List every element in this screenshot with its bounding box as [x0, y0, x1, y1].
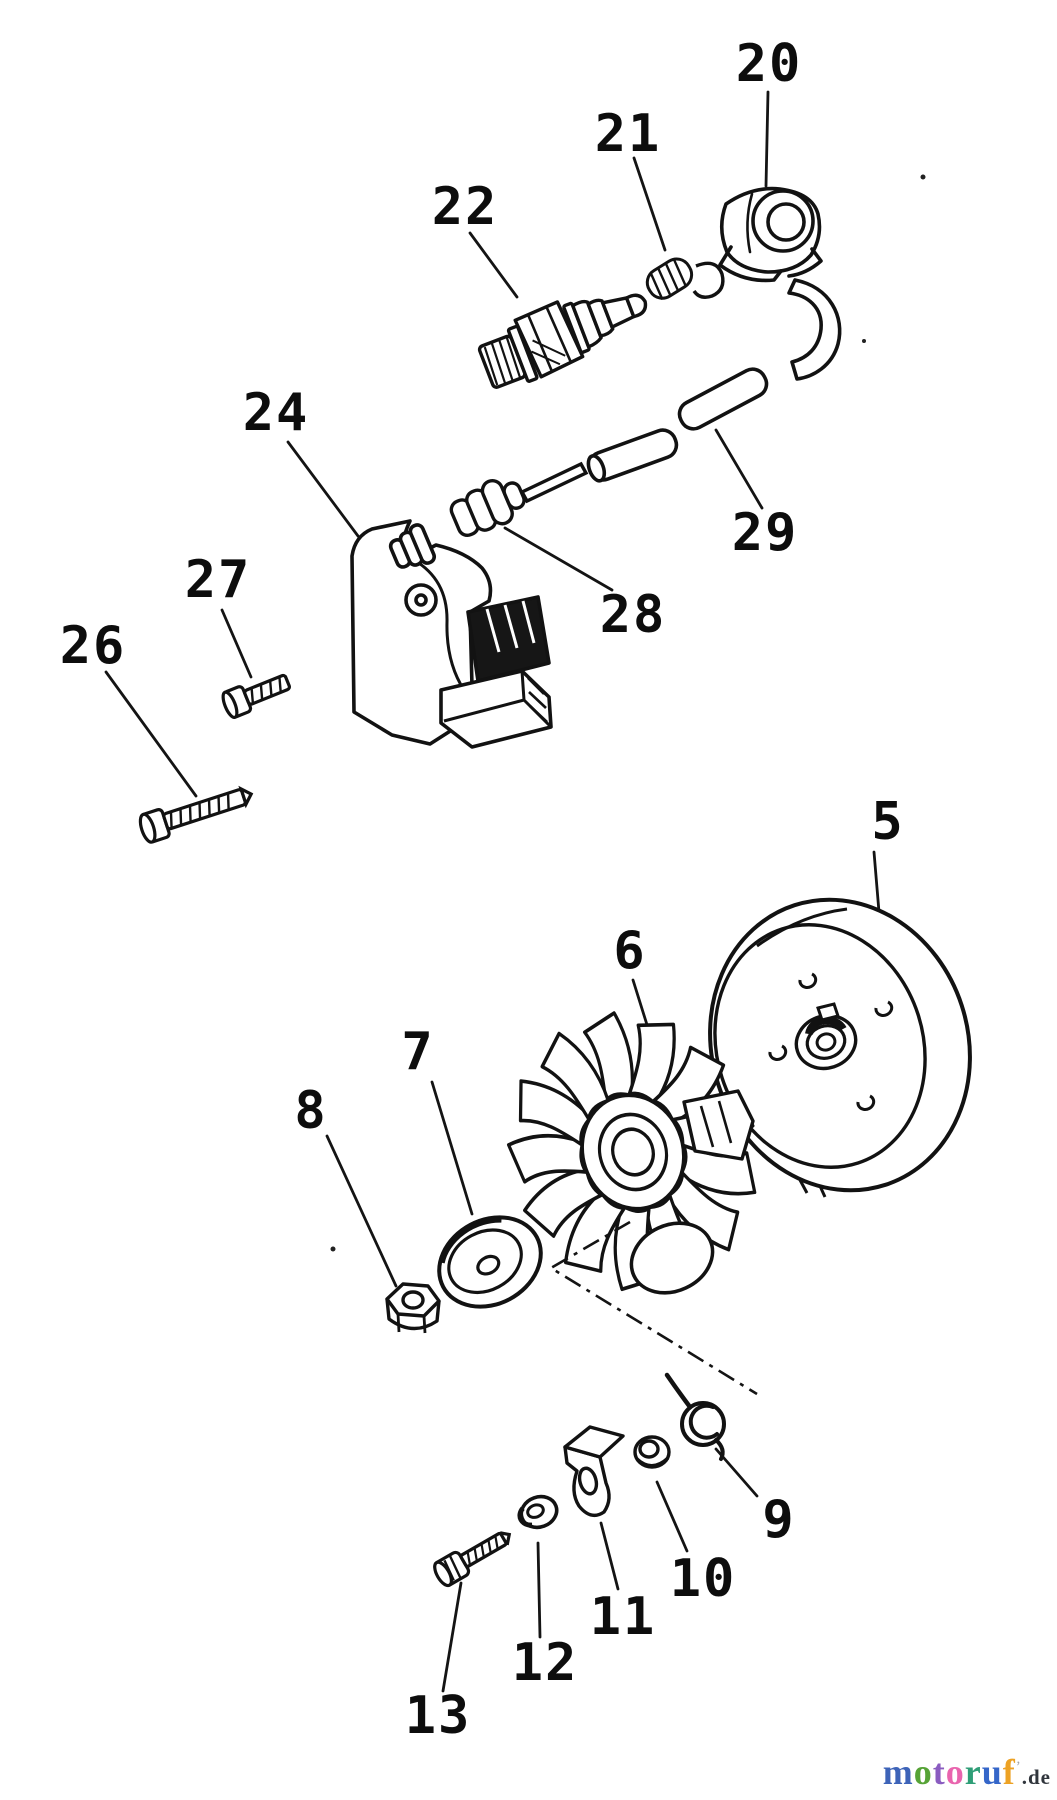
part-callout-13: 13	[404, 1686, 472, 1746]
leader-line-11	[599, 1521, 620, 1591]
logo-letter: o	[945, 1752, 965, 1792]
part-callout-20: 20	[735, 34, 803, 94]
part-callout-24: 24	[242, 383, 310, 443]
plug-wire-tubes-drawing	[586, 367, 769, 483]
pawl-spring-drawing	[664, 1372, 726, 1461]
leader-line-21	[632, 156, 667, 252]
spark-plug-drawing	[477, 293, 648, 389]
part-callout-5: 5	[871, 792, 905, 852]
leader-line-24	[286, 440, 360, 538]
bolt-13-drawing	[433, 1531, 512, 1588]
leader-line-20	[764, 90, 770, 188]
part-callout-22: 22	[431, 177, 499, 237]
leader-line-27	[220, 608, 253, 679]
leader-line-29	[714, 428, 764, 510]
flange-nut-drawing	[385, 1282, 441, 1334]
terminal-spring-drawing	[645, 257, 725, 300]
ignition-coil-drawing	[350, 519, 553, 749]
part-callout-21: 21	[594, 104, 662, 164]
logo-letter: o	[913, 1752, 933, 1792]
screw-26-drawing	[138, 785, 254, 844]
part-callout-8: 8	[294, 1081, 328, 1141]
part-callout-29: 29	[731, 503, 799, 563]
leader-line-28	[503, 526, 614, 592]
part-callout-12: 12	[511, 1633, 579, 1693]
part-callout-27: 27	[184, 550, 252, 610]
leader-lines	[104, 90, 882, 1693]
starter-pawl-drawing	[563, 1425, 625, 1518]
leader-line-10	[655, 1480, 689, 1553]
part-callout-11: 11	[589, 1587, 657, 1647]
leader-line-13	[441, 1581, 463, 1693]
assembly-centerline	[548, 1220, 758, 1396]
leader-line-12	[536, 1541, 542, 1639]
leader-line-22	[468, 231, 519, 299]
coil-lead-drawing	[449, 461, 589, 538]
washer-12-drawing	[517, 1494, 559, 1530]
logo-word: motoruf	[883, 1752, 1016, 1792]
logo-letter: t	[932, 1752, 946, 1792]
starter-pulley-drawing	[437, 1215, 543, 1309]
fan-wheel-drawing	[506, 1010, 757, 1295]
part-callout-6: 6	[613, 921, 647, 981]
spark-plug-cap-drawing	[718, 186, 823, 283]
leader-line-8	[325, 1134, 398, 1288]
logo-suffix: .de	[1021, 1765, 1051, 1789]
motoruf-logo[interactable]: motoruf’.de	[883, 1754, 1051, 1790]
part-callout-10: 10	[669, 1549, 737, 1609]
nut-10-drawing	[633, 1435, 671, 1469]
flywheel-drawing	[708, 897, 972, 1198]
leader-line-26	[104, 670, 198, 798]
leader-line-7	[430, 1080, 474, 1216]
part-callout-26: 26	[59, 616, 127, 676]
logo-letter: m	[882, 1752, 914, 1792]
plug-wire-elbow-drawing	[787, 278, 842, 381]
leader-line-6	[631, 978, 650, 1030]
logo-letter: u	[981, 1752, 1003, 1792]
logo-letter: r	[964, 1752, 982, 1792]
part-callout-28: 28	[599, 585, 667, 645]
part-callout-9: 9	[762, 1490, 796, 1550]
screw-27-drawing	[221, 673, 291, 720]
logo-tick: ’	[1015, 1759, 1022, 1775]
scan-specks	[330, 174, 926, 1252]
logo-letter: f	[1002, 1752, 1016, 1792]
part-callout-7: 7	[401, 1022, 435, 1082]
